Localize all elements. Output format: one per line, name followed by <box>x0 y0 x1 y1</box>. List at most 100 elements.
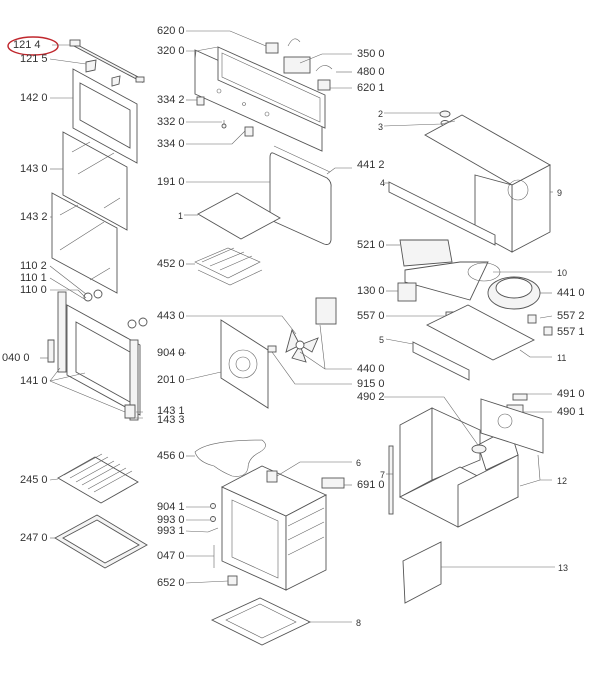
label-334-0[interactable]: 334 0 <box>157 138 185 150</box>
label-047-0[interactable]: 047 0 <box>157 550 185 562</box>
handle-bracket-part[interactable] <box>85 59 121 87</box>
lamp-part[interactable] <box>266 470 278 483</box>
baking-tray-part[interactable] <box>54 514 148 569</box>
selector-switch-2-part[interactable] <box>317 79 331 91</box>
label-334-2[interactable]: 334 2 <box>157 94 185 106</box>
glass-clips-part[interactable] <box>83 289 148 329</box>
label-320-0[interactable]: 320 0 <box>157 45 185 57</box>
label-441-0[interactable]: 441 0 <box>557 287 585 299</box>
label-904-0[interactable]: 904 0 <box>157 347 185 359</box>
label-4[interactable]: 4 <box>380 178 386 188</box>
grill-element-part[interactable] <box>194 247 263 286</box>
thermostat-part[interactable] <box>321 477 345 489</box>
label-993-1[interactable]: 993 1 <box>157 525 185 537</box>
label-652-0[interactable]: 652 0 <box>157 577 185 589</box>
door-frame-part[interactable] <box>47 291 141 421</box>
bottom-cover-plate-part[interactable] <box>412 304 535 381</box>
inner-door-glass-part[interactable] <box>62 131 128 231</box>
fan-motor-part[interactable] <box>315 297 337 325</box>
back-panel-part[interactable] <box>220 319 269 409</box>
front-rail-part[interactable] <box>388 181 496 246</box>
side-rail-part[interactable] <box>388 445 394 515</box>
display-module-part[interactable] <box>283 56 311 74</box>
label-130-0[interactable]: 130 0 <box>357 285 385 297</box>
label-452-0[interactable]: 452 0 <box>157 258 185 270</box>
fan-blade-part[interactable] <box>285 328 319 363</box>
label-191-0[interactable]: 191 0 <box>157 176 185 188</box>
intermediate-door-glass-part[interactable] <box>51 192 118 294</box>
selector-switch-part[interactable] <box>265 38 301 54</box>
label-456-0[interactable]: 456 0 <box>157 450 185 462</box>
label-143-0[interactable]: 143 0 <box>20 163 48 175</box>
label-121-5[interactable]: 121 5 <box>20 53 48 65</box>
label-1[interactable]: 1 <box>178 211 184 221</box>
label-143-1[interactable]: 143 1 <box>157 405 185 417</box>
label-143-2[interactable]: 143 2 <box>20 211 48 223</box>
label-13[interactable]: 13 <box>558 563 569 573</box>
bottom-plate-part[interactable] <box>210 597 312 646</box>
side-cover-part[interactable] <box>402 541 442 604</box>
label-557-1[interactable]: 557 1 <box>557 326 585 338</box>
knob-part[interactable] <box>196 96 254 137</box>
label-7[interactable]: 7 <box>380 470 386 480</box>
plate-part[interactable] <box>197 192 281 240</box>
heating-element-part[interactable] <box>194 439 266 477</box>
label-110-2[interactable]: 110 2 <box>20 260 47 272</box>
label-350-0[interactable]: 350 0 <box>357 48 385 60</box>
label-10[interactable]: 10 <box>557 268 568 278</box>
label-620-0[interactable]: 620 0 <box>157 25 185 37</box>
label-993-0[interactable]: 993 0 <box>157 514 185 526</box>
transformer-part[interactable] <box>397 282 417 302</box>
screw-part[interactable] <box>207 503 238 586</box>
control-board-part[interactable] <box>399 239 453 267</box>
label-3[interactable]: 3 <box>378 122 384 132</box>
label-141-0[interactable]: 141 0 <box>20 375 48 387</box>
label-480-0[interactable]: 480 0 <box>357 66 385 78</box>
label-443-0[interactable]: 443 0 <box>157 310 185 322</box>
door-seal-part[interactable] <box>269 145 332 245</box>
label-247-0[interactable]: 247 0 <box>20 532 48 544</box>
rear-panel-part[interactable] <box>480 398 544 454</box>
label-11[interactable]: 11 <box>557 353 567 363</box>
label-5[interactable]: 5 <box>379 335 385 345</box>
label-040-0[interactable]: 040 0 <box>2 352 30 364</box>
label-490-1[interactable]: 490 1 <box>557 406 585 418</box>
nut-part[interactable] <box>267 345 277 353</box>
outer-door-glass-part[interactable] <box>72 68 138 164</box>
label-521-0[interactable]: 521 0 <box>357 239 385 251</box>
cooling-fan-part[interactable] <box>487 276 541 310</box>
label-2[interactable]: 2 <box>378 109 384 119</box>
wire-shelf-part[interactable] <box>57 453 139 504</box>
label-691-0[interactable]: 691 0 <box>357 479 385 491</box>
label-904-1[interactable]: 904 1 <box>157 501 185 513</box>
label-12[interactable]: 12 <box>557 476 568 486</box>
leader-lines <box>40 30 555 623</box>
label-143-3[interactable]: 143 3 <box>157 414 185 426</box>
label-6[interactable]: 6 <box>356 458 362 468</box>
door-handle-bar-part[interactable] <box>69 39 145 84</box>
label-245-0[interactable]: 245 0 <box>20 474 48 486</box>
label-332-0[interactable]: 332 0 <box>157 116 185 128</box>
label-557-2[interactable]: 557 2 <box>557 310 585 322</box>
label-441-2[interactable]: 441 2 <box>357 159 385 171</box>
label-110-0[interactable]: 110 0 <box>20 284 47 296</box>
control-panel-part[interactable] <box>194 46 326 152</box>
label-142-0[interactable]: 142 0 <box>20 92 48 104</box>
label-557-0[interactable]: 557 0 <box>357 310 385 322</box>
label-915-0[interactable]: 915 0 <box>357 378 385 390</box>
label-490-2[interactable]: 490 2 <box>357 391 385 403</box>
label-110-1[interactable]: 110 1 <box>20 272 47 284</box>
label-201-0[interactable]: 201 0 <box>157 374 185 386</box>
oven-cavity-part[interactable] <box>220 465 328 591</box>
outer-casing-part[interactable] <box>399 407 519 528</box>
air-duct-part[interactable] <box>404 261 501 301</box>
wire-part[interactable] <box>315 65 333 72</box>
label-121-4[interactable]: 121 4 <box>13 39 41 51</box>
label-9[interactable]: 9 <box>557 188 563 198</box>
label-440-0[interactable]: 440 0 <box>357 363 385 375</box>
label-491-0[interactable]: 491 0 <box>557 388 585 400</box>
label-8[interactable]: 8 <box>356 618 362 628</box>
label-620-1[interactable]: 620 1 <box>357 82 385 94</box>
